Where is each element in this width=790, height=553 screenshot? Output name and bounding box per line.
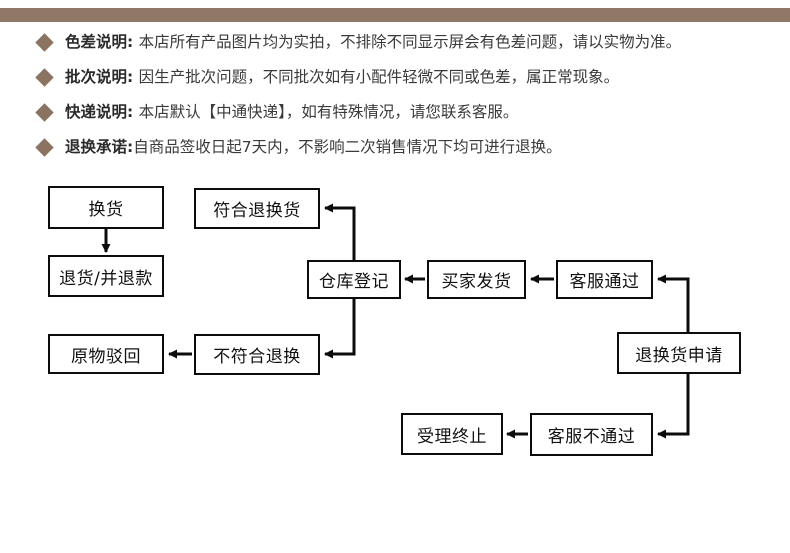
notice-text: 本店默认【中通快递】，如有特殊情况，请您联系客服。 [138, 103, 519, 121]
flow-node-not-eligible[interactable]: 不符合退换 [194, 334, 320, 375]
flow-node-buyer-ships[interactable]: 买家发货 [427, 260, 526, 299]
flow-node-case-terminated[interactable]: 受理终止 [401, 413, 503, 455]
notice-label: 色差说明: [65, 33, 139, 51]
top-divider-bar [0, 8, 790, 22]
flow-node-item-rejected[interactable]: 原物驳回 [48, 334, 164, 374]
notice-item-batch: 批次说明: 因生产批次问题，不同批次如有小配件轻微不同或色差，属正常现象。 [0, 65, 790, 100]
flow-node-support-approved[interactable]: 客服通过 [556, 260, 653, 299]
flow-node-warehouse-register[interactable]: 仓库登记 [307, 260, 401, 299]
flow-node-return-and-refund[interactable]: 退货/并退款 [48, 255, 164, 297]
notice-item-return-promise: 退换承诺: 自商品签收日起7天内，不影响二次销售情况下均可进行退换。 [0, 135, 790, 170]
flow-node-support-rejected[interactable]: 客服不通过 [530, 413, 653, 456]
flow-node-return-request[interactable]: 退换货申请 [617, 332, 741, 374]
notice-label: 退换承诺: [65, 138, 134, 156]
flow-node-exchange[interactable]: 换货 [48, 186, 164, 229]
notice-text: 本店所有产品图片均为实拍，不排除不同显示屏会有色差问题，请以实物为准。 [138, 33, 682, 51]
notice-item-shipping: 快递说明: 本店默认【中通快递】，如有特殊情况，请您联系客服。 [0, 100, 790, 135]
notice-label: 批次说明: [65, 68, 139, 86]
notice-text: 自商品签收日起7天内，不影响二次销售情况下均可进行退换。 [133, 138, 562, 156]
flow-node-eligible-for-return[interactable]: 符合退换货 [194, 188, 320, 229]
notice-label: 快递说明: [65, 103, 139, 121]
notice-list: 色差说明: 本店所有产品图片均为实拍，不排除不同显示屏会有色差问题，请以实物为准… [0, 30, 790, 170]
notice-item-color-difference: 色差说明: 本店所有产品图片均为实拍，不排除不同显示屏会有色差问题，请以实物为准… [0, 30, 790, 65]
notice-text: 因生产批次问题，不同批次如有小配件轻微不同或色差，属正常现象。 [138, 68, 620, 86]
